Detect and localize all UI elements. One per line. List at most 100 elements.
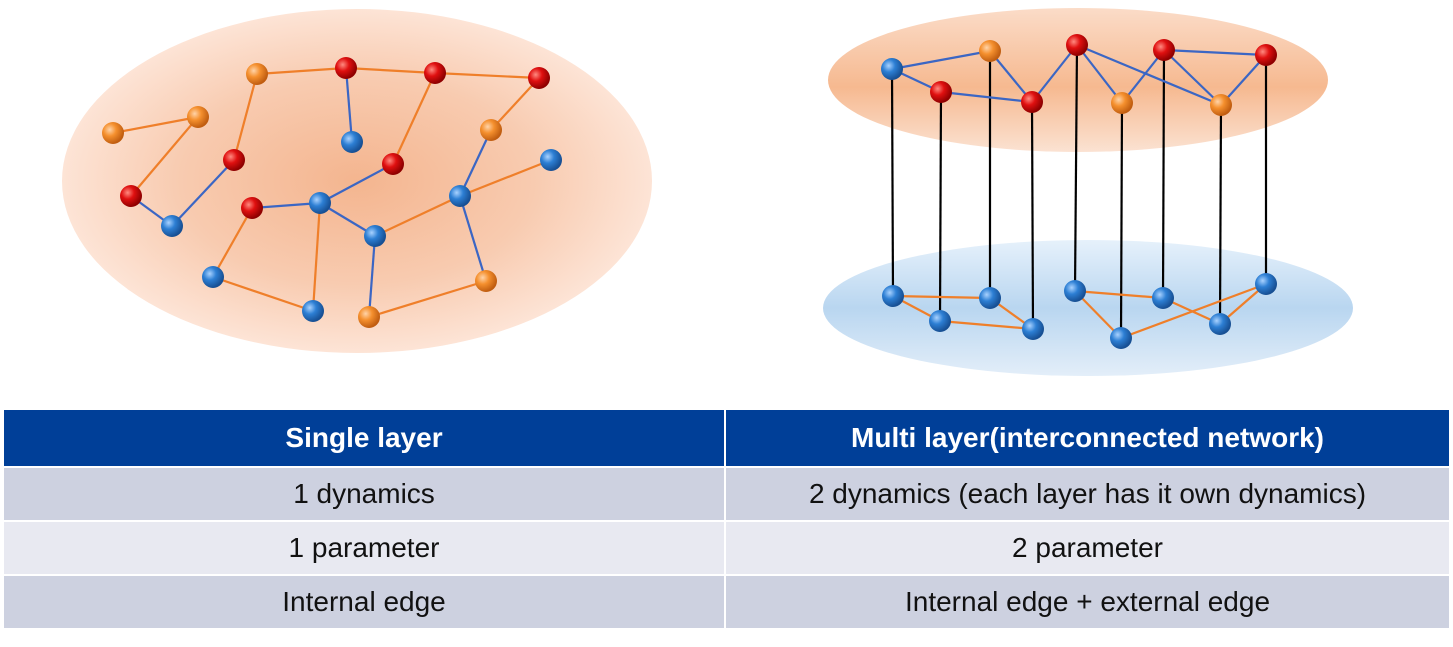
edge (989, 50, 1033, 103)
edge (939, 319, 1034, 331)
node-red (1153, 39, 1175, 61)
node-orange (246, 63, 268, 85)
node-blue (1255, 273, 1277, 295)
edge (345, 66, 436, 75)
node-blue (449, 185, 471, 207)
node-blue (309, 192, 331, 214)
external-edge (890, 68, 895, 297)
edge (1163, 48, 1267, 57)
edge (112, 115, 199, 135)
node-blue (202, 266, 224, 288)
external-edge (1073, 44, 1079, 292)
edge (130, 116, 199, 197)
edge (490, 77, 540, 131)
node-blue (540, 149, 562, 171)
interlayer-edges (890, 44, 1268, 339)
edge (251, 201, 321, 210)
node-blue (302, 300, 324, 322)
node-blue (1064, 280, 1086, 302)
edge (368, 279, 487, 319)
comparison-table: Single layer Multi layer(interconnected … (2, 408, 1451, 630)
edge (367, 235, 377, 318)
network-diagram (62, 8, 1353, 376)
table-cell: Internal edge + external edge (724, 574, 1451, 630)
edge (459, 158, 552, 198)
single-layer-network (62, 9, 652, 353)
table-cell: 1 dynamics (2, 466, 726, 522)
node-orange (102, 122, 124, 144)
node-blue (161, 215, 183, 237)
edge (1220, 54, 1267, 106)
node-blue (929, 310, 951, 332)
node-red (1066, 34, 1088, 56)
edge (212, 275, 314, 313)
external-edge (1161, 49, 1166, 299)
table-header-row: Single layer Multi layer(interconnected … (2, 408, 1451, 468)
node-orange (1210, 94, 1232, 116)
node-blue (1152, 287, 1174, 309)
edge (256, 66, 347, 76)
node-red (528, 67, 550, 89)
edge (891, 49, 991, 71)
node-orange (187, 106, 209, 128)
external-edge (938, 91, 943, 322)
edge (434, 71, 540, 80)
node-red (335, 57, 357, 79)
node-blue (1022, 318, 1044, 340)
edge (1076, 43, 1222, 107)
edge (1076, 44, 1123, 104)
bottom-layer-nodes (882, 273, 1277, 349)
node-orange (979, 40, 1001, 62)
single-layer-edges (112, 66, 552, 319)
table-row: 1 dynamics 2 dynamics (each layer has it… (2, 466, 1451, 522)
edge (171, 159, 235, 227)
edge (1074, 289, 1164, 300)
edge (1121, 49, 1165, 104)
edge (940, 90, 1033, 104)
table-cell: 2 parameter (724, 520, 1451, 576)
edge (458, 195, 488, 282)
external-edge (1218, 104, 1223, 325)
edge (459, 129, 492, 197)
single-layer-ellipse (62, 9, 652, 353)
single-layer-nodes (102, 57, 562, 328)
edge (392, 72, 436, 165)
table-cell: Internal edge (2, 574, 726, 630)
top-layer-ellipse (828, 8, 1328, 152)
node-blue (364, 225, 386, 247)
edge (374, 195, 461, 237)
bottom-layer-ellipse (823, 240, 1353, 376)
node-red (1021, 91, 1043, 113)
node-blue (882, 285, 904, 307)
header-multi-layer: Multi layer(interconnected network) (724, 408, 1451, 468)
multi-layer-network (823, 8, 1353, 376)
table-row: Internal edge Internal edge + external e… (2, 574, 1451, 630)
edge (892, 294, 991, 300)
edge (1163, 49, 1222, 106)
node-red (1255, 44, 1277, 66)
node-orange (475, 270, 497, 292)
edge (212, 207, 253, 278)
external-edge (1119, 102, 1124, 339)
header-single-layer: Single layer (2, 408, 726, 468)
table-cell: 2 dynamics (each layer has it own dynami… (724, 466, 1451, 522)
node-orange (358, 306, 380, 328)
edge (319, 163, 394, 204)
node-red (241, 197, 263, 219)
node-red (382, 153, 404, 175)
edge (1031, 44, 1078, 103)
node-red (930, 81, 952, 103)
external-edge (1030, 101, 1035, 330)
edge (232, 73, 259, 161)
edge (344, 67, 354, 143)
node-orange (480, 119, 502, 141)
top-layer-edges (891, 43, 1267, 107)
table-row: 1 parameter 2 parameter (2, 520, 1451, 576)
top-layer-nodes (881, 34, 1277, 116)
node-red (424, 62, 446, 84)
node-blue (881, 58, 903, 80)
node-blue (341, 131, 363, 153)
node-red (120, 185, 142, 207)
edge (311, 202, 322, 312)
node-orange (1111, 92, 1133, 114)
